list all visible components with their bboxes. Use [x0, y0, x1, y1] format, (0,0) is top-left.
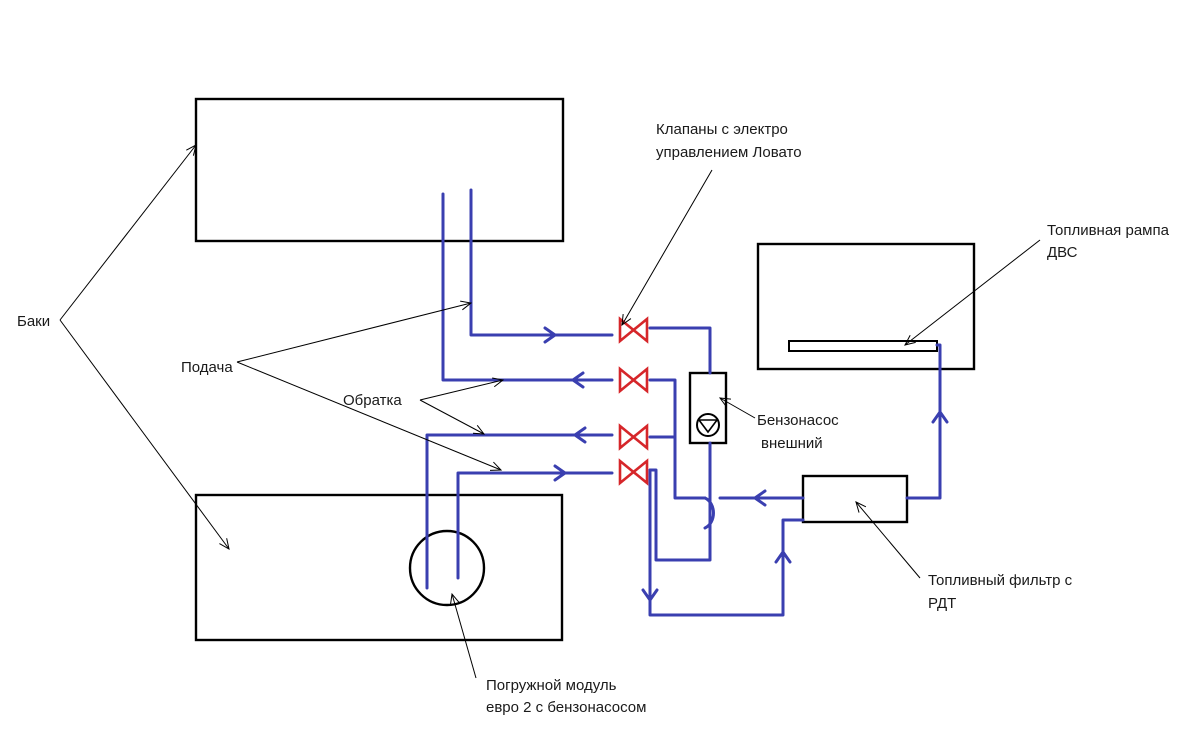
- solenoid-valves: [618, 316, 649, 486]
- label-valves-1: Клапаны с электро: [656, 121, 788, 138]
- flow-arrow: [641, 588, 659, 602]
- label-module-1: Погружной модуль: [486, 677, 617, 694]
- return-leader-upper-arrowhead: [492, 377, 505, 388]
- module-leader-arrowhead: [449, 592, 460, 605]
- ext-pump-leader: [719, 397, 756, 419]
- external-pump-triangle: [697, 419, 719, 434]
- flow-arrow: [543, 326, 557, 344]
- valves-leader: [621, 169, 713, 326]
- module-leader: [451, 593, 477, 679]
- rail-leader: [904, 239, 1041, 346]
- submersible-module: [408, 529, 486, 607]
- tanks-leader-upper-arrowhead: [186, 144, 197, 156]
- tanks-leader-upper: [59, 144, 197, 321]
- valves-leader-arrowhead: [621, 314, 632, 327]
- label-filter-2: РДТ: [928, 595, 956, 612]
- label-rail-1: Топливная рампа: [1047, 222, 1170, 239]
- label-return: Обратка: [343, 392, 402, 409]
- upper-tank: [194, 97, 565, 243]
- supply-leader-lower-arrowhead: [489, 461, 503, 471]
- solenoid-valve-1: [618, 316, 649, 344]
- valve1-to-pump-pipe: [648, 326, 712, 375]
- label-supply: Подача: [181, 359, 233, 376]
- tanks-leader-lower-arrowhead: [219, 538, 230, 550]
- return-leader-lower: [419, 399, 485, 435]
- solenoid-valve-4: [618, 458, 649, 486]
- label-filter-1: Топливный фильтр с: [928, 572, 1073, 589]
- ext-pump-leader-arrowhead: [718, 397, 731, 408]
- fuel-pipes: [425, 188, 949, 617]
- solenoid-valve-2: [618, 366, 649, 394]
- lower-tank: [194, 493, 564, 642]
- flow-arrow: [931, 410, 949, 424]
- label-rail-2: ДВС: [1047, 244, 1078, 261]
- supply-pipe-lower-tank: [456, 471, 614, 580]
- label-module-2: евро 2 с бензонасосом: [486, 699, 646, 716]
- filter-to-rail-pipe: [905, 343, 942, 500]
- label-ext-pump-1: Бензонасос: [757, 412, 839, 429]
- flow-arrow: [573, 426, 587, 444]
- return-pipe-lower-tank: [425, 433, 614, 590]
- label-valves-2: управлением Ловато: [656, 144, 802, 161]
- supply-leader-upper-arrowhead: [460, 300, 473, 311]
- crossover-bump: [703, 496, 715, 530]
- flow-arrow: [571, 371, 585, 389]
- external-pump-body: [688, 371, 728, 445]
- return-manifold-pipe: [648, 378, 707, 500]
- supply-leader-lower: [236, 361, 502, 471]
- return-pipe-upper-tank: [441, 192, 614, 382]
- filter-leader-arrowhead: [855, 501, 867, 513]
- label-ext-pump-2: внешний: [761, 435, 823, 452]
- leader-lines: [59, 144, 1041, 679]
- tanks-leader-lower: [59, 319, 230, 550]
- filter-return-loop: [648, 468, 805, 617]
- fuel-filter: [801, 474, 909, 524]
- flow-arrow: [774, 550, 792, 564]
- label-tanks: Баки: [17, 313, 50, 330]
- return-leader-upper: [419, 379, 504, 401]
- flow-arrow: [753, 489, 767, 507]
- rail-leader-arrowhead: [904, 335, 916, 346]
- filter-leader: [855, 501, 921, 579]
- solenoid-valve-3: [618, 423, 649, 451]
- supply-pipe-upper-tank: [469, 188, 614, 337]
- supply-leader-upper: [236, 302, 472, 363]
- flow-arrow: [553, 464, 567, 482]
- return-leader-lower-arrowhead: [472, 425, 486, 435]
- engine-block: [756, 242, 976, 371]
- pump-suction-pipe: [648, 441, 712, 562]
- external-pump-icon: [696, 413, 720, 437]
